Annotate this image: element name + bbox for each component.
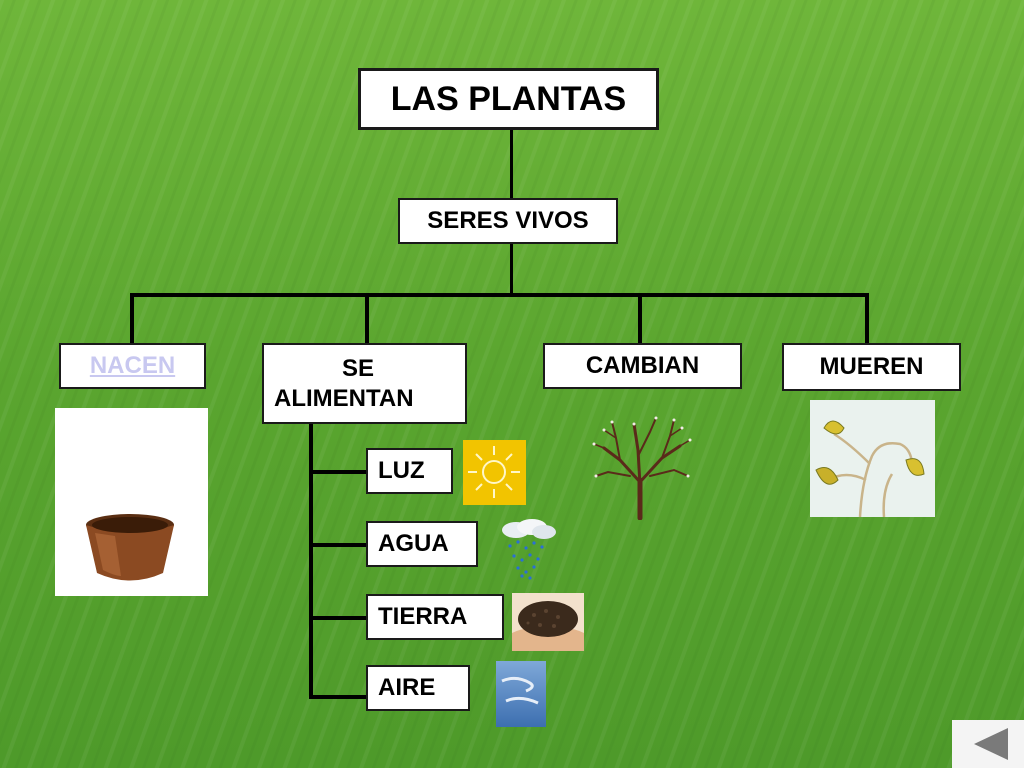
wind-icon [496,661,546,727]
node-mueren: MUEREN [782,343,961,391]
connector-to-cambian [638,293,642,343]
connector-to-luz [309,470,366,474]
node-aire: AIRE [366,665,470,711]
connector-title-seres [510,130,513,198]
node-agua: AGUA [366,521,478,567]
sun-icon [463,440,526,505]
node-seres-vivos: SERES VIVOS [398,198,618,244]
node-nacen-link[interactable]: NACEN [59,343,206,389]
flower-pot-icon [55,408,208,596]
rain-cloud-icon [502,519,556,580]
connector-to-agua [309,543,366,547]
connector-to-nacen [130,293,134,343]
bare-tree-icon [592,416,692,520]
diagram-title: LAS PLANTAS [358,68,659,130]
connector-horizontal-bus [130,293,869,297]
connector-seres-bus [510,244,513,296]
connector-alimentan-vertical [309,424,313,699]
node-tierra: TIERRA [366,594,504,640]
back-arrow-icon [974,728,1008,760]
back-button[interactable] [952,720,1024,768]
node-se-alimentan: SE ALIMENTAN [262,343,467,424]
node-cambian: CAMBIAN [543,343,742,389]
nacen-link-label[interactable]: NACEN [89,352,176,379]
soil-hands-icon [512,593,584,651]
connector-to-tierra [309,616,366,620]
connector-to-aire [309,695,366,699]
alimentan-line-2: ALIMENTAN [274,384,414,412]
connector-to-mueren [865,293,869,343]
wilted-plant-icon [810,400,935,517]
connector-to-alimentan [365,293,369,343]
node-luz: LUZ [366,448,453,494]
alimentan-line-1: SE [342,354,375,382]
